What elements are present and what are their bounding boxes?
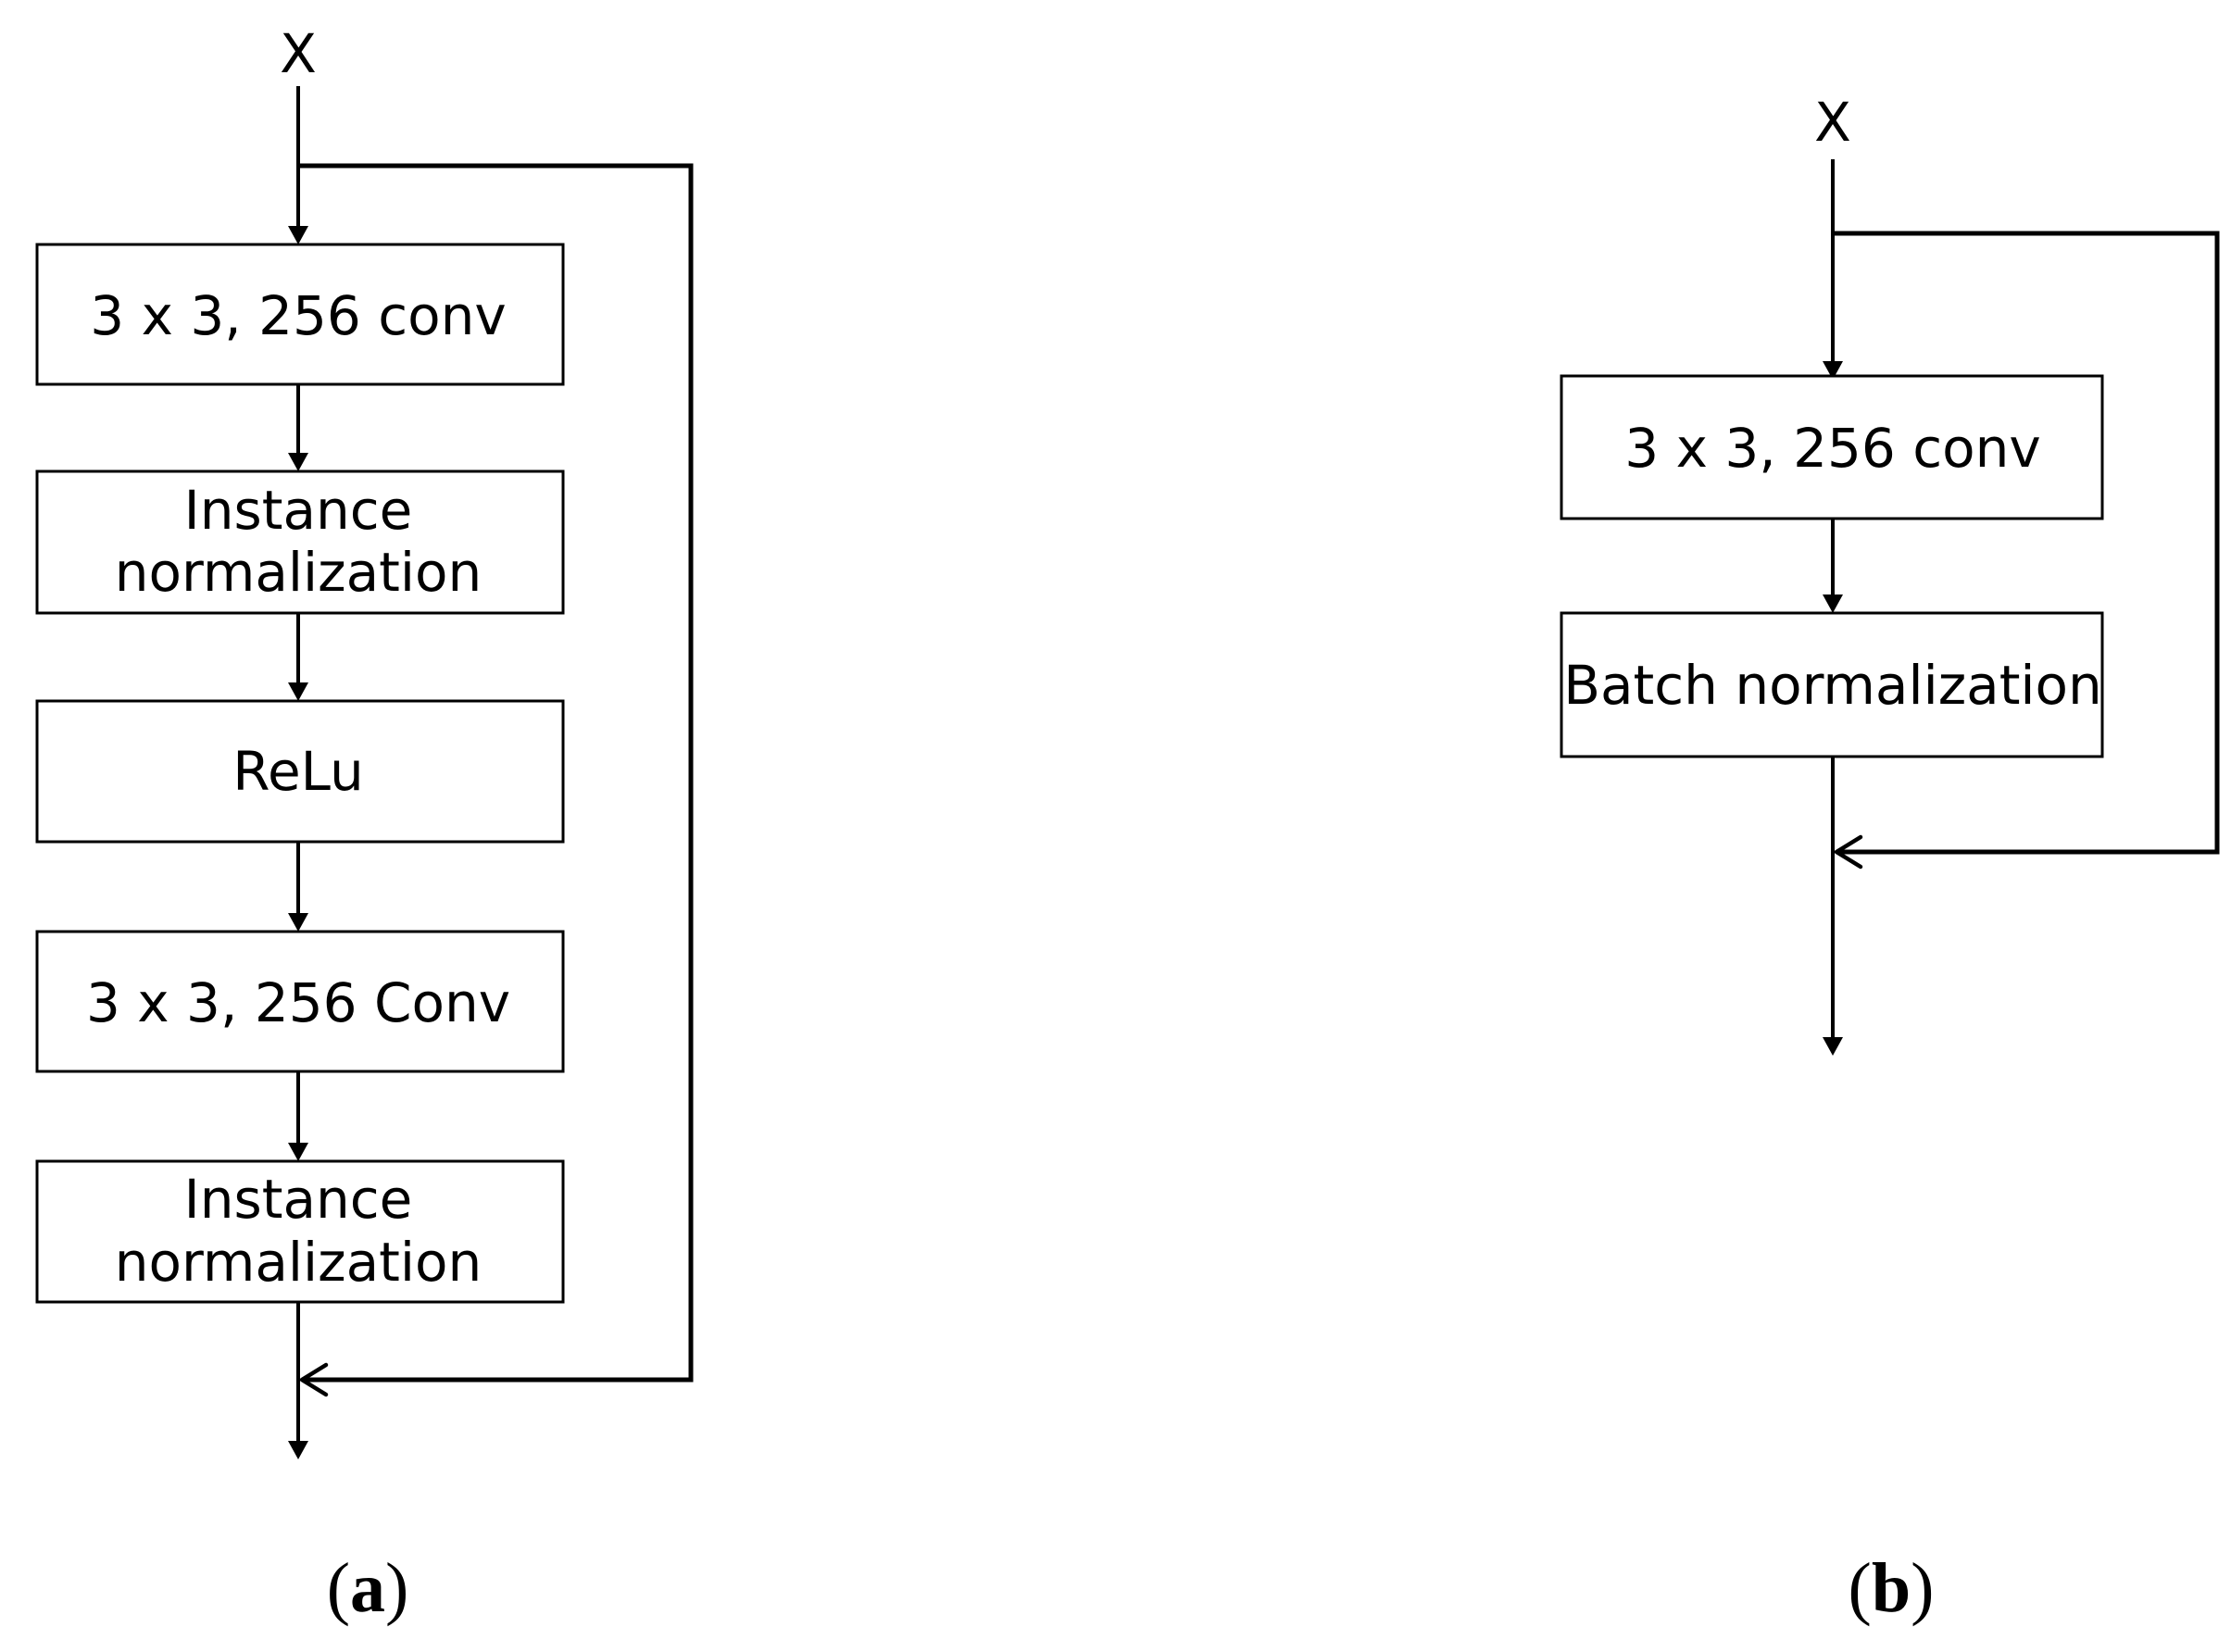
panel-b-skip-arrowhead — [1834, 834, 1863, 870]
panel-a-block-conv2-label: 3 x 3, 256 Conv — [86, 971, 510, 1034]
panel-a-block-relu-label: ReLu — [232, 740, 363, 803]
panel-a-input-label: X — [280, 22, 317, 85]
panel-a-arrowhead — [288, 226, 308, 244]
panel-a-arrowhead — [288, 1441, 308, 1459]
panel-a-block-instnorm2-label-line2: normalization — [115, 1231, 482, 1294]
panel-a-arrowhead — [288, 913, 308, 932]
panel-b-block-batchnorm — [1560, 611, 2104, 758]
panel-a-block-instnorm2 — [35, 1159, 565, 1304]
panel-b-block-conv — [1560, 374, 2104, 520]
panel-b-arrowhead — [1823, 594, 1843, 613]
panel-a-skip-arrowhead — [299, 1362, 329, 1397]
panel-a-block-conv2 — [35, 930, 565, 1073]
panel-a-block-instnorm1-label-line2: normalization — [115, 541, 482, 604]
panel-a: X 3 x 3, 256 conv Instance normalization… — [35, 22, 694, 1627]
panel-a-block-instnorm1-label-line1: Instance — [184, 479, 413, 542]
panel-a-arrowhead — [288, 453, 308, 471]
panel-a-block-relu — [35, 699, 565, 844]
panel-b-arrowhead — [1823, 361, 1843, 380]
panel-a-block-instnorm2-label-line1: Instance — [184, 1168, 413, 1231]
panel-a-skip-connection — [298, 163, 694, 1383]
panel-b-caption: (b) — [1849, 1549, 1935, 1627]
panel-b-skip-connection — [1833, 231, 2220, 855]
panel-b-block-batchnorm-label: Batch normalization — [1563, 654, 2102, 717]
panel-b-input-label: X — [1814, 91, 1851, 154]
panel-a-block-instnorm1 — [35, 469, 565, 615]
panel-a-block-conv1-label: 3 x 3, 256 conv — [90, 284, 506, 347]
panel-a-arrowhead — [288, 1143, 308, 1161]
panel-b-arrowhead — [1823, 1037, 1843, 1056]
panel-a-arrowhead — [288, 682, 308, 701]
panel-b: X 3 x 3, 256 conv Batch normalization (b… — [1560, 91, 2220, 1627]
panel-b-block-conv-label: 3 x 3, 256 conv — [1624, 417, 2040, 480]
panel-a-caption: (a) — [327, 1549, 409, 1627]
